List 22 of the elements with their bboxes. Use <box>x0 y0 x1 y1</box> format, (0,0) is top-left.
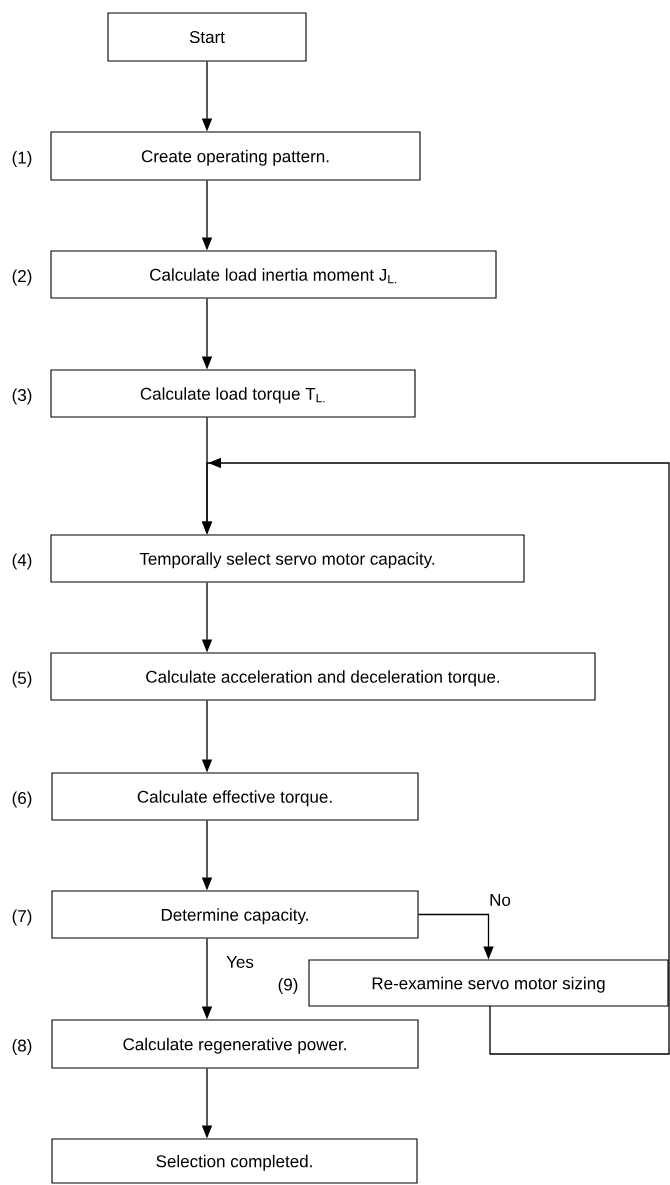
edge-label: Yes <box>225 955 255 969</box>
process-box: Calculate effective torque. <box>51 772 419 821</box>
step-number: (9) <box>278 978 298 994</box>
process-box: Re-examine servo motor sizing <box>308 959 669 1007</box>
process-box: Temporally select servo motor capacity. <box>50 534 525 583</box>
process-box: Start <box>107 12 307 62</box>
step-number: (2) <box>12 269 32 286</box>
step-number: (8) <box>12 1039 32 1055</box>
step-number: (1) <box>12 151 32 167</box>
process-box: Selection completed. <box>51 1138 418 1184</box>
step-number: (3) <box>12 388 32 405</box>
process-box: Calculate load torque T$_{L.}$ <box>50 369 416 418</box>
process-box: Calculate acceleration and deceleration torque. <box>50 652 596 701</box>
edge-label: No <box>488 893 512 907</box>
process-box: Calculate load inertia moment J$_{L.}$ <box>50 250 497 299</box>
step-number: (5) <box>12 671 32 688</box>
process-box: Determine capacity. <box>51 890 419 939</box>
step-number: (6) <box>12 791 32 808</box>
process-box: Calculate regenerative power. <box>51 1019 419 1069</box>
step-number: (4) <box>12 553 32 570</box>
process-box: Create operating pattern. <box>50 131 421 181</box>
step-number: (7) <box>12 909 32 926</box>
